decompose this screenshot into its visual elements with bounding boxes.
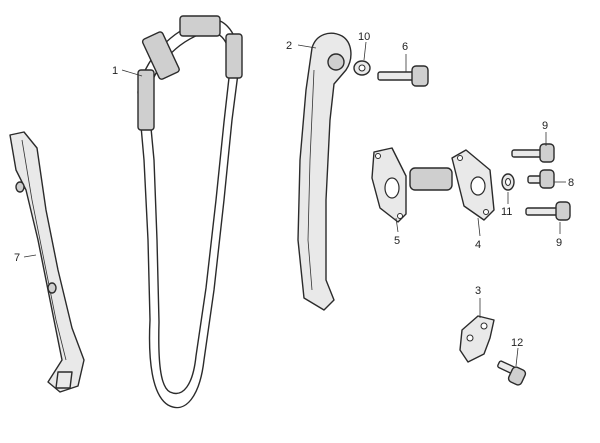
bolt-part-9-lower xyxy=(525,201,571,221)
callout-7: 7 xyxy=(14,252,20,264)
tensioner-lifter-part-4 xyxy=(409,149,495,221)
bracket-part-3 xyxy=(459,315,495,363)
bolt-part-12 xyxy=(497,360,527,386)
callout-2: 2 xyxy=(286,40,292,52)
callout-8: 8 xyxy=(568,177,574,189)
callout-5: 5 xyxy=(394,235,400,247)
gasket-part-5 xyxy=(371,147,407,223)
bolt-part-6 xyxy=(377,65,429,87)
cam-chain-part-1 xyxy=(137,15,243,409)
cam-chain-guide-part-7 xyxy=(9,131,85,393)
callout-11: 11 xyxy=(501,206,512,218)
callout-6: 6 xyxy=(402,41,408,53)
callout-9-lower: 9 xyxy=(556,237,562,249)
bolt-part-9-upper xyxy=(511,143,555,163)
callout-4: 4 xyxy=(475,239,481,251)
callout-12: 12 xyxy=(511,337,523,349)
washer-part-10 xyxy=(353,60,371,76)
bolt-part-8 xyxy=(527,169,555,189)
callout-1: 1 xyxy=(112,65,118,77)
callout-labels: 1 2 3 4 5 6 7 8 9 9 10 11 12 xyxy=(14,31,574,367)
tensioner-slipper-part-2 xyxy=(297,32,352,311)
callout-10: 10 xyxy=(358,31,370,43)
washer-part-11 xyxy=(501,173,515,191)
callout-3: 3 xyxy=(475,285,481,297)
callout-9-upper: 9 xyxy=(542,120,548,132)
